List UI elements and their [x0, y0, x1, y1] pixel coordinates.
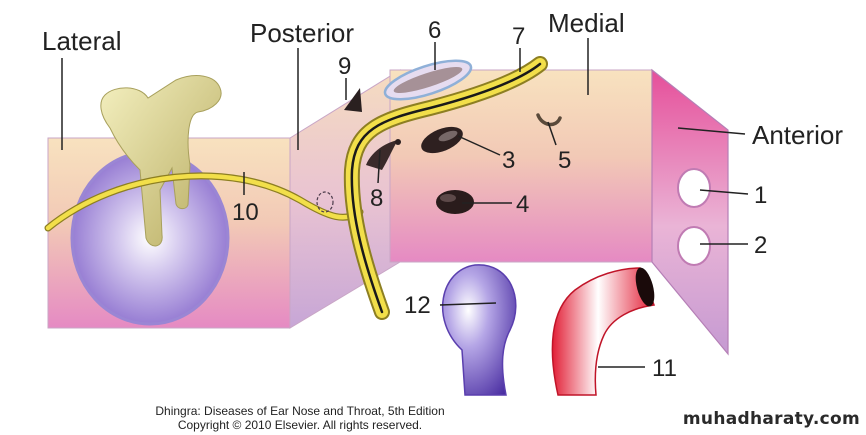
label-7: 7	[512, 23, 525, 50]
anterior-wall	[651, 68, 729, 356]
chorda-tympani-fill	[45, 173, 363, 231]
pyramid-tip	[395, 139, 401, 145]
label-1: 1	[754, 182, 767, 209]
label-11: 11	[652, 355, 677, 382]
ossicle-malleus	[100, 75, 222, 247]
dashed-outline	[316, 191, 334, 213]
canal-shadow	[393, 67, 463, 93]
tensor-tympani-canal	[677, 226, 711, 266]
oval-window-highlight	[438, 130, 458, 142]
round-window	[436, 190, 474, 214]
pyramid	[366, 140, 398, 170]
aditus	[344, 88, 362, 112]
jugular-bulb	[441, 264, 517, 396]
medial-wall	[389, 69, 653, 263]
round-window-highlight	[440, 194, 456, 202]
label-9: 9	[338, 53, 351, 80]
watermark: muhadharaty.com	[682, 409, 860, 429]
leader-lines	[61, 38, 749, 368]
eustachian-tube-opening	[677, 168, 711, 208]
label-anterior: Anterior	[752, 120, 843, 150]
label-3: 3	[502, 147, 515, 174]
carotid-lumen	[635, 267, 655, 307]
source-caption-line1: Dhingra: Diseases of Ear Nose and Throat…	[155, 404, 445, 418]
label-4: 4	[516, 191, 529, 218]
label-10: 10	[232, 199, 259, 226]
label-lateral: Lateral	[42, 26, 122, 56]
facial-nerve-core	[350, 62, 542, 314]
source-caption-line2: Copyright © 2010 Elsevier. All rights re…	[177, 418, 423, 432]
label-5: 5	[558, 147, 571, 174]
label-2: 2	[754, 232, 767, 259]
label-medial: Medial	[548, 8, 625, 38]
label-12: 12	[404, 292, 431, 319]
label-6: 6	[428, 17, 441, 44]
label-posterior: Posterior	[250, 18, 354, 48]
label-8: 8	[370, 185, 383, 212]
